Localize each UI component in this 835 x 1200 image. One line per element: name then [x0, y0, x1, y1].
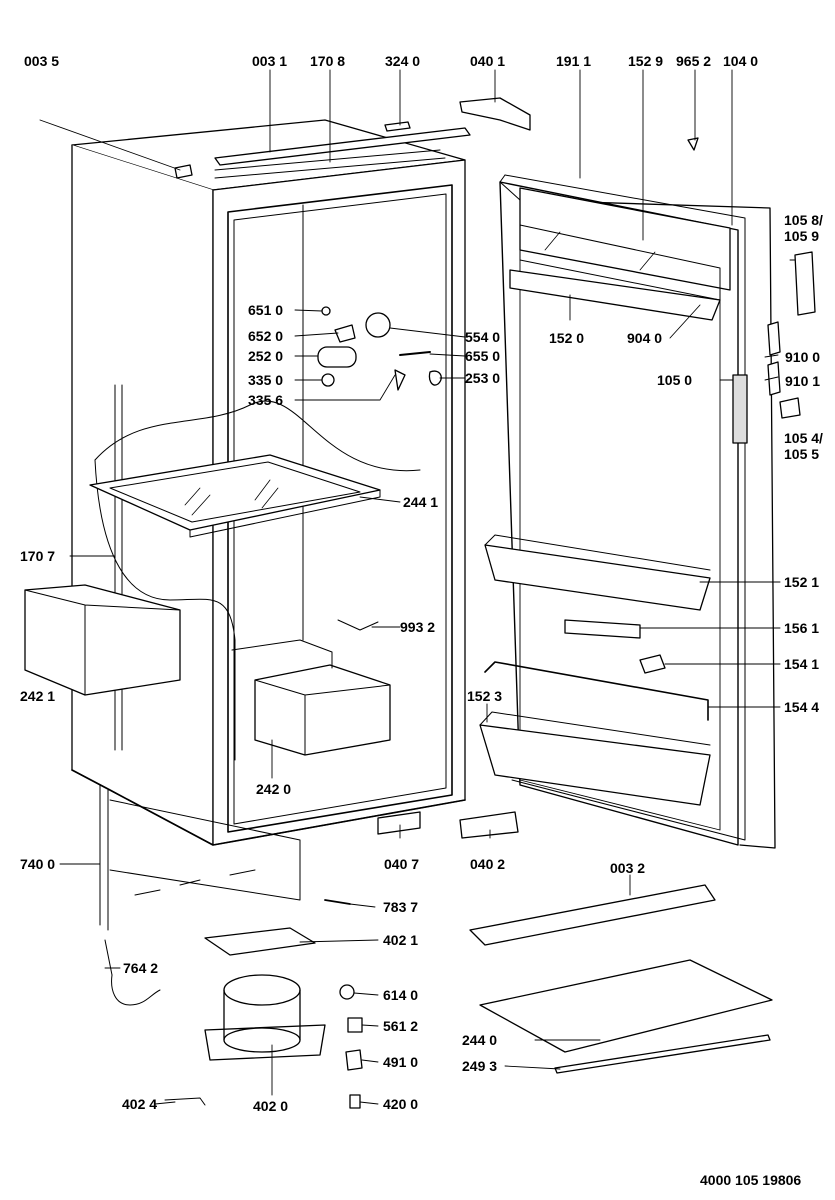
part-label-655-0: 655 0 [465, 348, 501, 364]
part-label-402-4: 402 4 [122, 1096, 158, 1112]
part-label-764-2: 764 2 [123, 960, 159, 976]
part-label-040-7: 040 7 [384, 856, 420, 872]
part-label-170-7: 170 7 [20, 548, 56, 564]
part-label-244-1: 244 1 [403, 494, 439, 510]
door [479, 174, 776, 849]
part-label-402-1: 402 1 [383, 932, 419, 948]
part-label-152-1: 152 1 [784, 574, 820, 590]
part-label-249-3: 249 3 [462, 1058, 498, 1074]
bottom-panels [469, 884, 773, 1074]
part-label-651-0: 651 0 [248, 302, 284, 318]
part-label-652-0: 652 0 [248, 328, 284, 344]
part-label-324-0: 324 0 [385, 53, 421, 69]
rear-condenser [99, 784, 301, 931]
part-label-335-0: 335 0 [248, 372, 284, 388]
part-label-105-4-105-5: 105 4/ 105 5 [784, 430, 823, 462]
part-label-003-5: 003 5 [24, 53, 60, 69]
part-label-242-0: 242 0 [256, 781, 292, 797]
part-label-420-0: 420 0 [383, 1096, 419, 1112]
part-label-170-8: 170 8 [310, 53, 346, 69]
part-label-993-2: 993 2 [400, 619, 436, 635]
part-label-554-0: 554 0 [465, 329, 501, 345]
part-label-965-2: 965 2 [676, 53, 712, 69]
part-label-242-1: 242 1 [20, 688, 56, 704]
top-trim-parts [174, 97, 531, 179]
part-label-491-0: 491 0 [383, 1054, 419, 1070]
part-label-003-2: 003 2 [610, 860, 646, 876]
part-label-910-0: 910 0 [785, 349, 821, 365]
part-label-740-0: 740 0 [20, 856, 56, 872]
part-label-152-3: 152 3 [467, 688, 503, 704]
part-label-040-1: 040 1 [470, 53, 506, 69]
part-label-783-7: 783 7 [383, 899, 419, 915]
part-label-252-0: 252 0 [248, 348, 284, 364]
part-label-154-4: 154 4 [784, 699, 820, 715]
part-label-105-0: 105 0 [657, 372, 693, 388]
part-label-105-8-105-9: 105 8/ 105 9 [784, 212, 823, 244]
part-label-191-1: 191 1 [556, 53, 592, 69]
part-label-253-0: 253 0 [465, 370, 501, 386]
glass-shelf [89, 454, 381, 538]
part-label-152-9: 152 9 [628, 53, 664, 69]
part-label-003-1: 003 1 [252, 53, 288, 69]
control-unit-parts [317, 306, 442, 631]
part-label-156-1: 156 1 [784, 620, 820, 636]
crisper-drawers [24, 584, 391, 756]
part-label-040-2: 040 2 [470, 856, 506, 872]
compressor-assembly [104, 927, 326, 1061]
part-label-561-2: 561 2 [383, 1018, 419, 1034]
document-number: 4000 105 19806 [700, 1172, 802, 1188]
part-label-335-6: 335 6 [248, 392, 284, 408]
part-label-152-0: 152 0 [549, 330, 585, 346]
part-label-614-0: 614 0 [383, 987, 419, 1003]
electrical-components [164, 899, 363, 1109]
part-label-910-1: 910 1 [785, 373, 821, 389]
door-hinge-hardware [687, 137, 816, 419]
hinges-and-brackets [377, 811, 519, 839]
part-label-154-1: 154 1 [784, 656, 820, 672]
part-label-244-0: 244 0 [462, 1032, 498, 1048]
part-label-904-0: 904 0 [627, 330, 663, 346]
leader-lines [39, 69, 796, 1105]
part-label-402-0: 402 0 [253, 1098, 289, 1114]
part-label-104-0: 104 0 [723, 53, 759, 69]
